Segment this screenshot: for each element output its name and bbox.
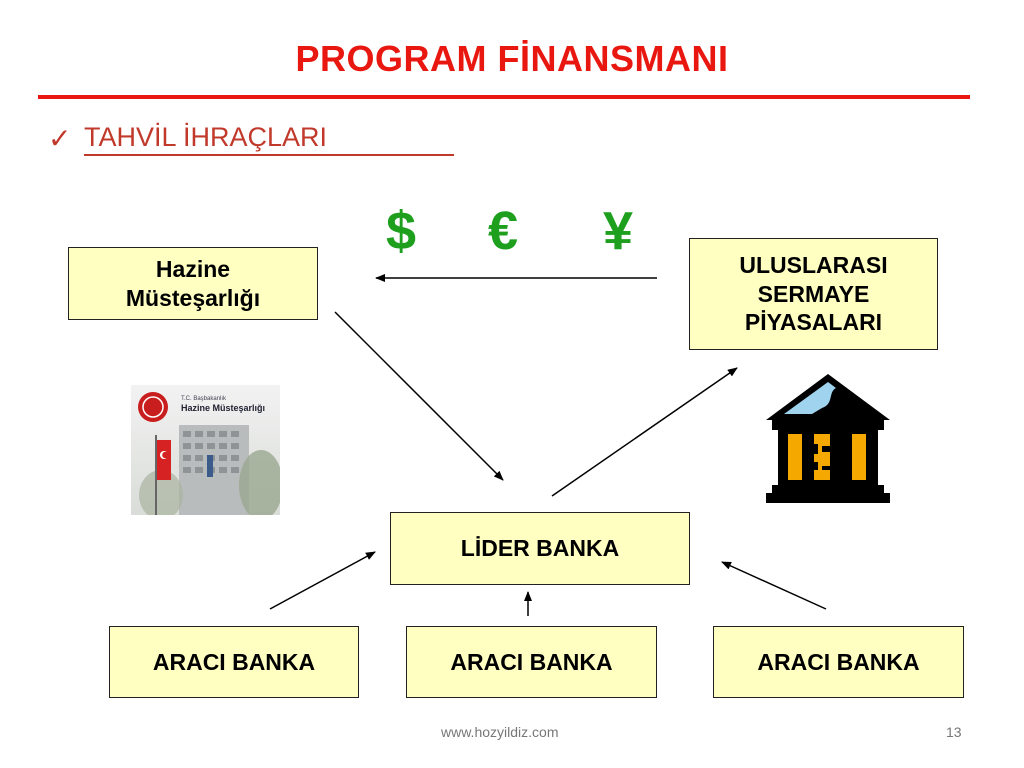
photo-caption-top: T.C. Başbakanlık xyxy=(181,396,227,402)
footer-url: www.hozyildiz.com xyxy=(441,724,559,740)
node-araci-banka-3: ARACI BANKA xyxy=(713,626,964,698)
title-divider xyxy=(38,95,970,99)
photo-caption-main: Hazine Müsteşarlığı xyxy=(181,403,265,413)
check-icon: ✓ xyxy=(48,123,72,154)
currency-dollar: $ xyxy=(386,201,417,261)
arrow-hazine-to-lider xyxy=(334,311,504,481)
node-araci-banka-2: ARACI BANKA xyxy=(406,626,657,698)
node-araci-banka-1: ARACI BANKA xyxy=(109,626,359,698)
slide-title: PROGRAM FİNANSMANI xyxy=(295,38,729,79)
arrow-araci1-to-lider xyxy=(269,551,376,610)
node-hazine: Hazine Müsteşarlığı xyxy=(68,247,318,320)
slide-subtitle: TAHVİL İHRAÇLARI xyxy=(84,122,454,156)
bank-building-icon xyxy=(766,374,890,503)
hazine-building-photo: T.C. Başbakanlık Hazine Müsteşarlığı xyxy=(131,385,280,515)
node-lider-banka: LİDER BANKA xyxy=(390,512,690,585)
arrow-araci3-to-lider xyxy=(721,561,827,610)
currency-yen: ¥ xyxy=(603,201,634,261)
currency-euro: € xyxy=(488,201,519,261)
page-number: 13 xyxy=(946,724,962,740)
node-uluslararasi: ULUSLARASI SERMAYE PİYASALARI xyxy=(689,238,938,350)
arrow-lider-to-uluslararasi xyxy=(551,367,738,497)
